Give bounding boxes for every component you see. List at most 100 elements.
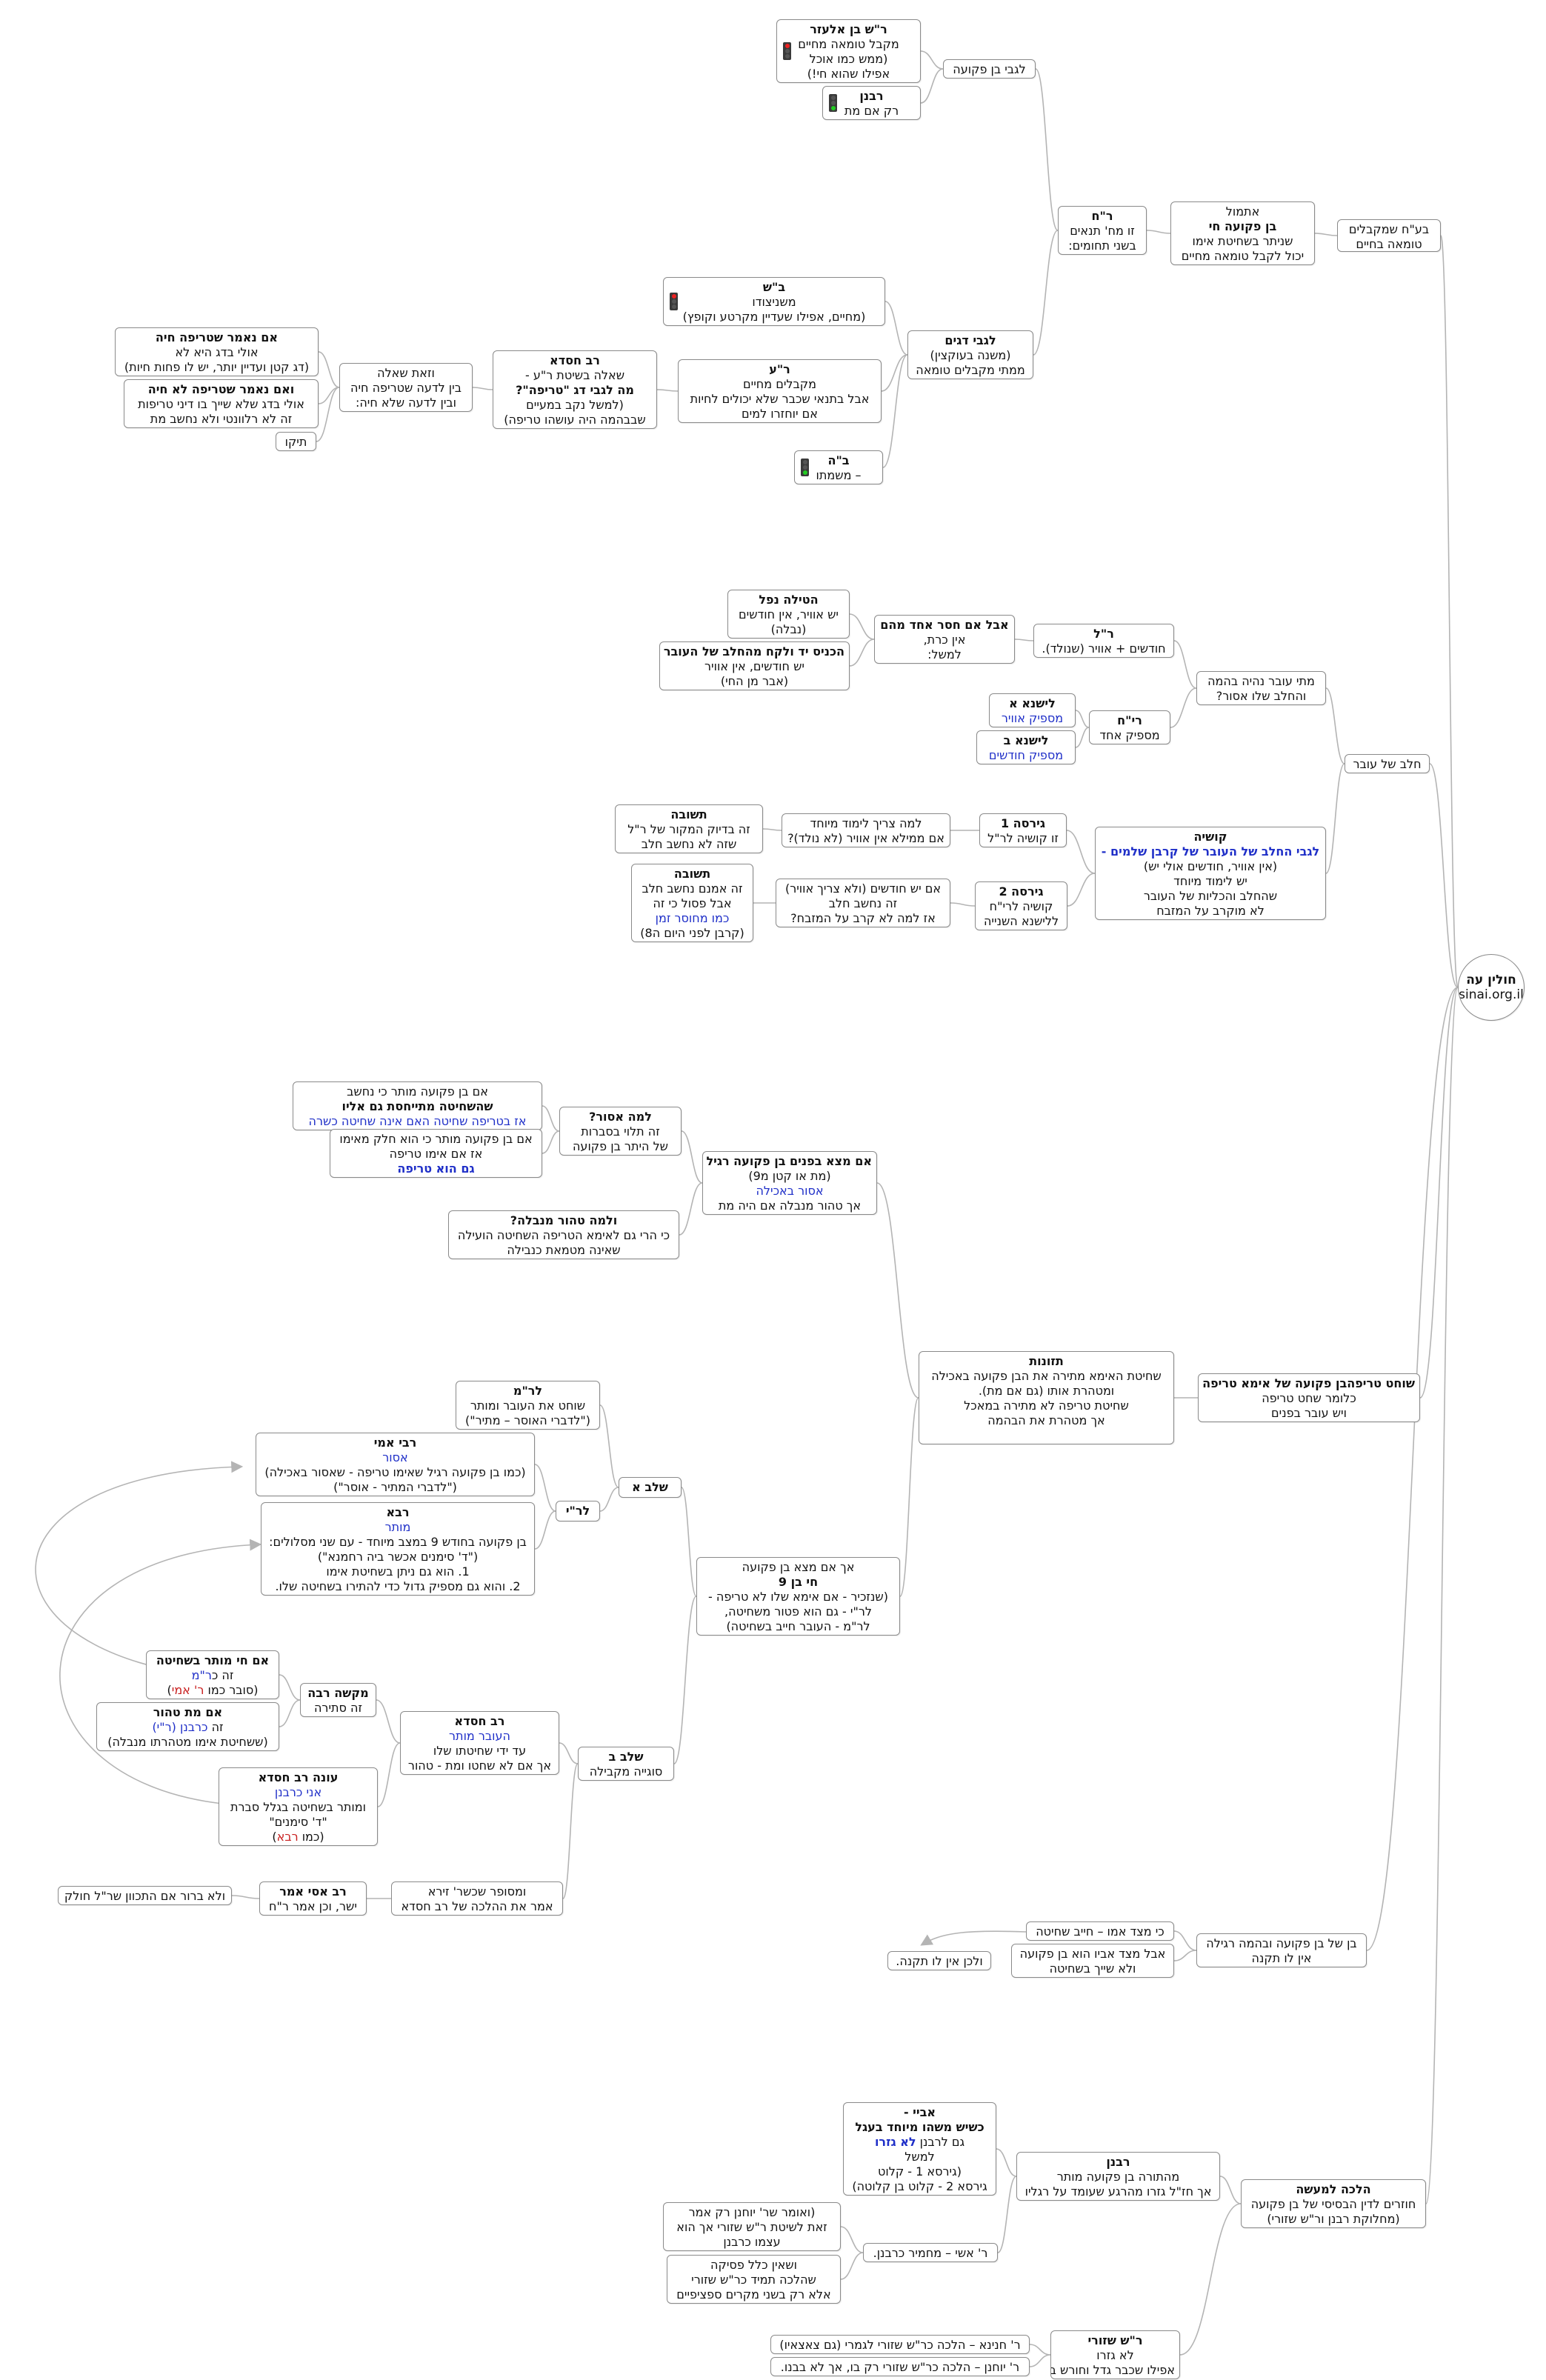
node-shalav-b[interactable]: שלב ב סוגייה מקבילה — [578, 1747, 674, 1781]
node-shochet-treifa[interactable]: שוחט טריפהבן פקועה של אימא טריפה כלומר ש… — [1198, 1373, 1420, 1422]
node-line: מספיק חודשים — [988, 748, 1064, 762]
node-line: זו קושיה לר"ל — [987, 831, 1059, 845]
node-r-chanina[interactable]: ר' חנינא – הלכה כר"ש שזורי לגמרי (גם צאצ… — [770, 2335, 1030, 2354]
node-line: – משמתו — [816, 468, 862, 482]
node-umesupar[interactable]: ומסופר שכשר' זירא אמר את ההלכה של רב חסד… — [391, 1881, 563, 1916]
node-one-rav-chisda[interactable]: עונה רב חסדא אני כרבנן ומותר בשחיטה בגלל… — [219, 1767, 378, 1846]
node-im-matza-regil[interactable]: אם מצא בפנים בן פקועה רגיל (מת או קטן מ9… — [702, 1151, 877, 1215]
node-line: שחיטת האימא מתירה את הבן פקועה באכילה — [931, 1369, 1162, 1383]
node-im-met-tahor[interactable]: אם מת טהור זה כרבנן (ר"י) (ששחיטת אימו מ… — [96, 1702, 279, 1751]
node-beit-hillel[interactable]: ב"ה – משמתו — [794, 450, 883, 484]
node-rabbi-akiva[interactable]: ר"ע מקבלים מחיים אבל בתנאי שכבר שלא יכול… — [678, 359, 882, 423]
node-baal-chaim[interactable]: בע"ח שמקבלים טומאה בחיים — [1337, 219, 1441, 252]
node-rsh-ben-elazar[interactable]: ר"ש בן אלעזר מקבל טומאה מחיים (ממש כמו א… — [776, 19, 921, 83]
node-rava[interactable]: רבא מותר בן פקועה בחודש 9 במצב מיוחד - ע… — [261, 1502, 535, 1596]
node-im-mutar-bishchita[interactable]: אם חי מותר בשחיטה זה כר"מ (סובר כמו ר' א… — [146, 1650, 279, 1699]
connector-line — [1179, 2203, 1242, 2356]
node-lama-tzarich[interactable]: למה צריך לימוד מיוחד אם ממילא אין אוויר … — [782, 813, 950, 847]
node-rav-asi[interactable]: רב אסי אמר ישר, וכן אמר ר"ח — [259, 1881, 367, 1916]
node-line: הכניס יד ולקח מהחלב של העובר — [663, 644, 844, 659]
node-line: אם נאמר שטריפה חיה — [155, 330, 279, 344]
connector-line — [534, 1464, 556, 1512]
node-tzunot[interactable]: תזונות שחיטת האימא מתירה את הבן פקועה בא… — [919, 1351, 1174, 1444]
node-rabbi-meir[interactable]: לר"מ שוחט את העובר ומותר ("לדברי האוסר –… — [456, 1381, 600, 1430]
connector-line — [884, 301, 908, 356]
connector-line — [762, 828, 782, 831]
node-lishna-a[interactable]: לישנא א מספיק אוויר — [989, 693, 1076, 727]
node-rav-chisda-2[interactable]: רב חסדא העובר מותר עד ידי שחיטתו שלו אך … — [400, 1711, 559, 1775]
node-rabbi-yehuda[interactable]: לר"י — [556, 1501, 600, 1521]
node-aval-chaser[interactable]: אבל אם חסר אחד מהם אין כרת, למשל: — [874, 615, 1015, 664]
node-vezot-sheela[interactable]: וזאת שאלה בין לדעה שטריפה חיה ובין לדעה … — [339, 363, 473, 412]
node-line: הטילה נפל — [759, 593, 819, 607]
node-rabanan[interactable]: רבנן רק אם מת — [822, 86, 921, 120]
node-ki-mitzad-imo[interactable]: כי מצד אמו – חייב שחיטה — [1026, 1921, 1174, 1941]
node-teshuva-1[interactable]: תשובה זה בדיוק המקור של ר"ל שזה לא נחשב … — [615, 804, 763, 853]
node-r-yochanan[interactable]: ר' יוחנן – הלכה כר"ש שזורי רק בו, אך לא … — [770, 2357, 1030, 2376]
node-line: לר"מ — [513, 1384, 543, 1398]
node-veein-klal-psika[interactable]: ושאין כלל פסיקה שהלכה תמיד כר"ש שזורי אל… — [667, 2255, 841, 2304]
node-veomer-shar-yochanan[interactable]: (ואומר שר' יוחנן רק אמר זאת לשיטת ר"ש שז… — [663, 2202, 841, 2251]
node-line: ר"ל — [1093, 627, 1114, 641]
node-velo-barur[interactable]: ולא ברור אם התכוון שר"ל חולק — [58, 1886, 232, 1905]
node-im-bp-chelek[interactable]: אם בן פקועה מותר כי הוא חלק מאימו אז אם … — [330, 1129, 542, 1178]
node-line: בע"ח שמקבלים — [1348, 222, 1430, 236]
node-rav-chisda[interactable]: רב חסדא שאלה בשיטת ר"ע - מה לגבי דג "טרי… — [493, 350, 657, 429]
connector-line — [881, 354, 908, 392]
node-line: 2. והוא גם מספיק גדול כדי להתירו בשחיטה … — [275, 1579, 521, 1593]
node-line: ר' חנינא – הלכה כר"ש שזורי לגמרי (גם צאצ… — [779, 2338, 1021, 2352]
node-line: גם לרבנן לא גזרו — [874, 2135, 965, 2149]
node-im-treifa-chaya[interactable]: אם נאמר שטריפה חיה אולי בדג היא לא (דג ק… — [115, 327, 319, 376]
node-girsa-2[interactable]: גירסה 2 קושיה לרי"ח ללישנא השנייה — [975, 881, 1067, 930]
node-beit-shamai[interactable]: ב"ש משניצודו (מחיים, אפילו שעדיין מקרטע … — [663, 277, 885, 326]
node-shalav-a[interactable]: שלב א — [619, 1477, 682, 1498]
node-rabbi-yochanan[interactable]: רי"ח מספיק אחד — [1089, 710, 1170, 744]
node-lishna-b[interactable]: לישנא ב מספיק חודשים — [976, 730, 1076, 764]
node-line: (סובר כמו ר' אמי) — [167, 1683, 259, 1697]
node-line: אני כרבנן — [274, 1785, 322, 1799]
node-teshuva-2[interactable]: תשובה זה אמנם נחשב חלב אבל פסול כי זה כמ… — [631, 864, 753, 942]
node-girsa-1[interactable]: גירסה 1 זו קושיה לר"ל — [979, 813, 1067, 847]
node-ulchen-ein-takana[interactable]: ולכן אין לו תקנה. — [887, 1951, 991, 1970]
node-abaye[interactable]: אביי - כשיש משהו מיוחד בעגל גם לרבנן לא … — [843, 2102, 996, 2196]
connector-line — [656, 389, 679, 392]
node-lgabei-ben-pkua[interactable]: לגבי בן פקועה — [943, 59, 1036, 79]
node-lama-asur[interactable]: למה אסור? זה תלוי בסברות של היתר בן פקוע… — [559, 1107, 682, 1156]
node-line: (למשל נקב במעיים — [526, 398, 624, 412]
node-teiku[interactable]: תיקו — [276, 432, 316, 451]
connector-line — [840, 2226, 864, 2253]
node-rch[interactable]: ר"ח זו מח' תנאים בשני תחומים: — [1058, 206, 1147, 255]
node-line: אבל אם חסר אחד מהם — [880, 618, 1009, 632]
node-ach-im-matza-chai[interactable]: אך אם מצא בן פקועה חי בן 9 (שנזכיר - אם … — [696, 1557, 900, 1636]
node-ulma-tahor[interactable]: ולמה טהור מנבלה? כי הרי גם לאימא הטריפה … — [448, 1210, 679, 1259]
node-makshe-rabba[interactable]: מקשה רבה זה סתירה — [300, 1683, 376, 1717]
root-node[interactable]: חולין עה sinai.org.il — [1458, 954, 1525, 1021]
node-im-yesh-chodashim[interactable]: אם יש חודשים (ולא צריך אוויר) זה נחשב חל… — [776, 879, 950, 927]
node-ben-shel-ben-pkua[interactable]: בן של בן פקועה ובהמה רגילה אין לו תקנה — [1196, 1933, 1367, 1967]
connector-line — [542, 1105, 560, 1132]
node-etmol[interactable]: אתמול בן פקועה חי שניתר בשחיטת אימו יכול… — [1170, 201, 1315, 265]
node-kushia[interactable]: קושיה לגבי החלב של העובר של קרבן שלמים -… — [1095, 827, 1326, 920]
node-line: קושיה — [1193, 830, 1227, 844]
connector-line — [1035, 68, 1059, 231]
node-line: זו מח' תנאים — [1070, 224, 1135, 238]
node-im-bp-shechita[interactable]: אם בן פקועה מותר כי נחשב שהשחיטה מתייחסת… — [293, 1081, 542, 1130]
node-hatila-nefel[interactable]: הטילה נפל יש אוויר, אין חודשים (נבלה) — [727, 590, 850, 639]
node-line: רב חסדא — [454, 1714, 505, 1728]
node-matai-ubar[interactable]: מתי עובר נהיה בהמה והחלב שלו אסור? — [1196, 671, 1326, 705]
node-chalev-shel-ubar[interactable]: חלב של עובר — [1345, 754, 1430, 773]
node-line: לא מוקרב על המזבח — [1156, 904, 1265, 918]
node-lgabei-dagim[interactable]: לגבי דגים (משנה בעוקצין) ממתי מקבלים טומ… — [907, 330, 1033, 379]
node-reish-lakish[interactable]: ר"ל חודשים + אוויר (שנולד). — [1033, 624, 1174, 658]
node-rav-ashi[interactable]: ר' אשי – מחמיר כרבנן. — [863, 2243, 998, 2262]
node-aval-mitzad-aviv[interactable]: אבל מצד אביו הוא בן פקועה ולא שייך בשחיט… — [1011, 1944, 1174, 1978]
node-line: גירסה 1 — [1000, 816, 1046, 830]
node-rsh-shezuri[interactable]: ר"ש שזורי לא גזרו אפילו שכבר גדל וחורש ב… — [1050, 2330, 1180, 2379]
node-im-treifa-lo-chaya[interactable]: ואם נאמר שטריפה לא חיה אולי בדג שלא שייך… — [124, 379, 319, 428]
node-line: רבי אמי — [373, 1436, 417, 1450]
node-line: כשיש משהו מיוחד בעגל — [855, 2120, 984, 2134]
node-rabanan-2[interactable]: רבנן מהתורה בן פקועה מותר אך חז"ל גזרו מ… — [1016, 2152, 1220, 2201]
node-rabbi-ami[interactable]: רבי אמי אסור (כמו בן פקועה רגיל שאימו טר… — [256, 1433, 535, 1496]
node-hachnis-yad[interactable]: הכניס יד ולקח מהחלב של העובר יש חודשים, … — [659, 641, 850, 690]
node-halacha-lemaase[interactable]: הלכה למעשה חוזרים לדין הבסיסי של בן פקוע… — [1241, 2179, 1426, 2228]
